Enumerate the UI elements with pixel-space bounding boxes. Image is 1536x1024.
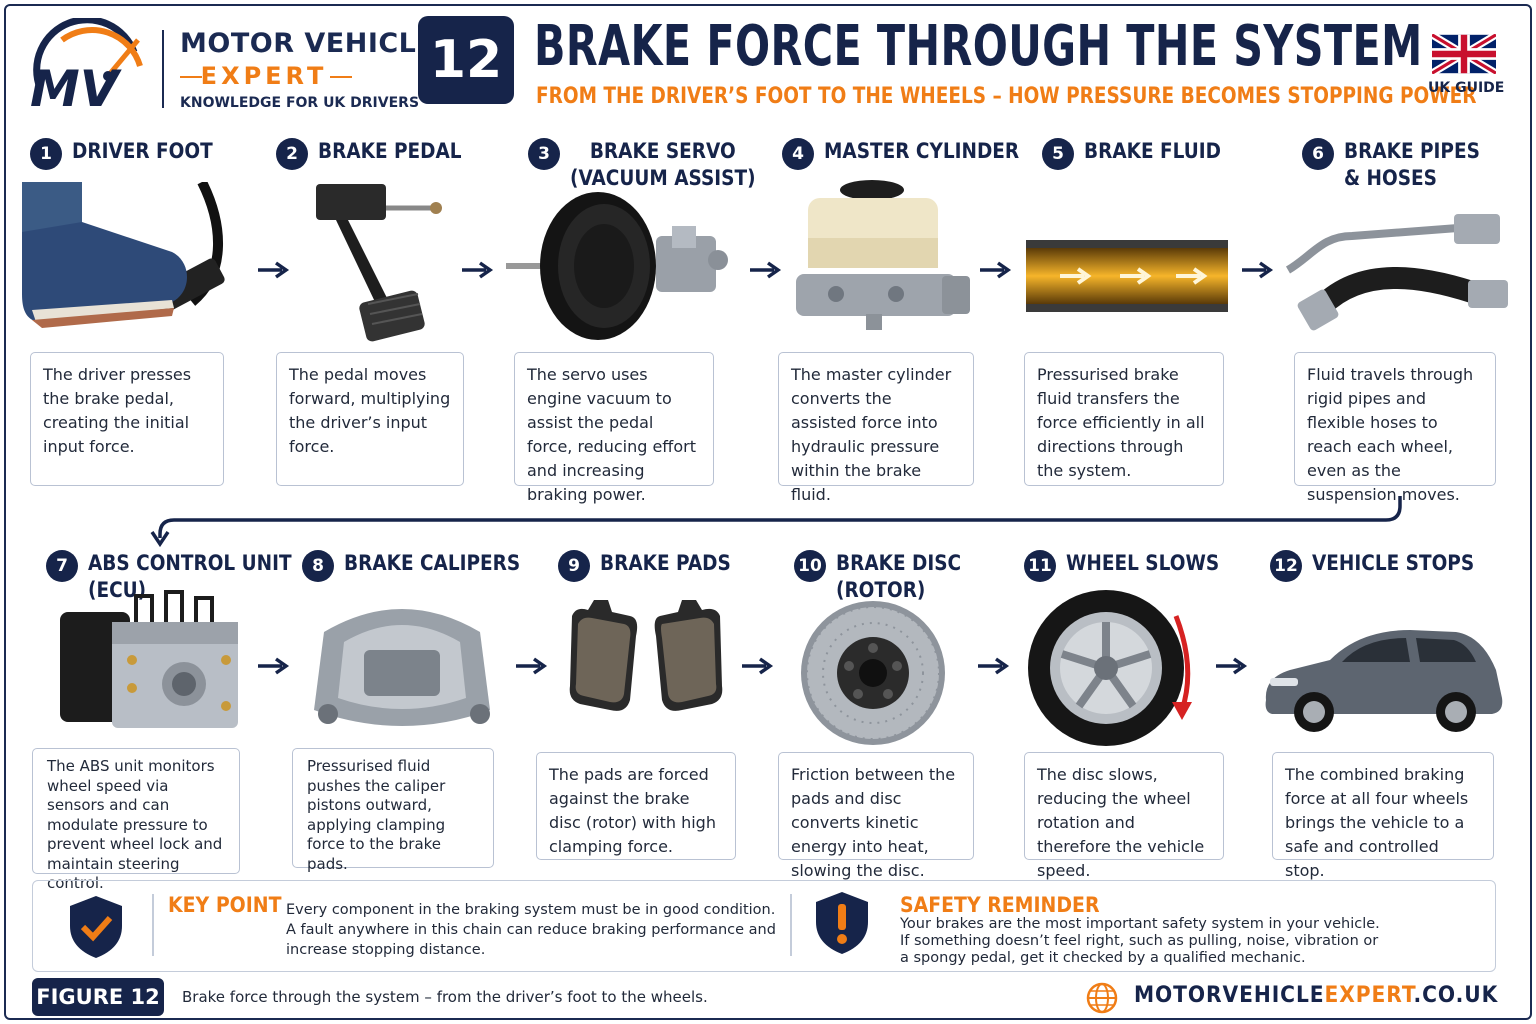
step-description: The driver presses the brake pedal, crea… [30, 352, 224, 486]
abs-unit-icon [60, 590, 238, 728]
step-9: 9 BRAKE PADS [558, 550, 749, 582]
step-description: The servo uses engine vacuum to assist t… [514, 352, 714, 504]
step-number: 7 [46, 550, 78, 582]
figure-number-badge: 12 [418, 16, 514, 104]
step-description: The combined braking force at all four w… [1272, 752, 1494, 880]
info-divider [790, 894, 792, 956]
step-11: 11 WHEEL SLOWS [1024, 550, 1240, 582]
step-number: 2 [276, 138, 308, 170]
step-title: BRAKE DISC (ROTOR) [836, 551, 962, 602]
uk-guide-label: UK GUIDE [1428, 80, 1505, 96]
step-number: 1 [30, 138, 62, 170]
page-subtitle: FROM THE DRIVER’S FOOT TO THE WHEELS – H… [536, 84, 1477, 109]
figure-label: FIGURE 12 [32, 978, 164, 1016]
step-number: 11 [1024, 550, 1056, 582]
brake-caliper-icon [314, 609, 490, 726]
brake-pads-icon [569, 600, 723, 711]
step-title: VEHICLE STOPS [1312, 551, 1475, 575]
flow-arrow-icon [462, 261, 494, 279]
logo-text: MV [30, 60, 122, 114]
step-title: BRAKE FLUID [1084, 139, 1221, 163]
step-number: 12 [1270, 550, 1302, 582]
step-title: BRAKE SERVO (VACUUM ASSIST) [570, 139, 756, 190]
driver-foot-icon [22, 182, 225, 328]
key-point-text: Every component in the braking system mu… [286, 902, 776, 958]
shield-warning-icon [816, 892, 868, 954]
step-description: The ABS unit monitors wheel speed via se… [32, 748, 240, 892]
flow-arrow-icon [750, 261, 782, 279]
car-icon [1265, 630, 1503, 732]
flow-arrow-icon [1216, 657, 1248, 675]
flow-arrow-icon [516, 657, 548, 675]
flow-arrow-icon [258, 657, 290, 675]
flow-arrow-icon [742, 657, 774, 675]
key-point-title: KEY POINT [168, 893, 282, 917]
step-description: Friction between the pads and disc conve… [778, 752, 974, 880]
row-connector-arrow-icon [150, 496, 1402, 548]
step-title: BRAKE PIPES & HOSES [1344, 139, 1480, 190]
website-part: EXPERT [1324, 983, 1414, 1008]
flow-arrow-icon [980, 261, 1012, 279]
step-8: 8 BRAKE CALIPERS [302, 550, 544, 582]
brake-pipes-icon [1285, 214, 1508, 331]
step-title: WHEEL SLOWS [1066, 551, 1220, 575]
globe-icon [1086, 982, 1118, 1014]
flow-arrow-icon [1242, 261, 1274, 279]
brand-name: MOTOR VEHICLE [180, 28, 436, 59]
step-title: BRAKE CALIPERS [344, 551, 521, 575]
figure-caption: Brake force through the system – from th… [182, 988, 708, 1006]
step-number: 5 [1042, 138, 1074, 170]
step-description: The master cylinder converts the assiste… [778, 352, 974, 504]
brand-sub: EXPERT [180, 62, 352, 90]
step-number: 8 [302, 550, 334, 582]
step-1: 1 DRIVER FOOT [30, 138, 232, 170]
step-title: BRAKE PADS [600, 551, 731, 575]
step-title: MASTER CYLINDER [824, 139, 1020, 163]
info-bar [32, 880, 1496, 972]
step-description: The disc slows, reducing the wheel rotat… [1024, 752, 1224, 880]
brake-servo-icon [506, 192, 728, 340]
step-description: The pads are forced against the brake di… [536, 752, 736, 860]
step-number: 10 [794, 550, 826, 582]
website-part: .CO.UK [1413, 983, 1499, 1008]
wheel-icon [1028, 590, 1192, 746]
step-4: 4 MASTER CYLINDER [782, 138, 1046, 170]
shield-check-icon [70, 896, 122, 958]
step-description: Pressurised fluid pushes the caliper pis… [292, 748, 494, 873]
step-description: The pedal moves forward, multiplying the… [276, 352, 464, 486]
page-frame [4, 4, 1532, 1020]
flow-arrow-icon [978, 657, 1010, 675]
uk-flag-icon [1432, 34, 1496, 74]
step-2: 2 BRAKE PEDAL [276, 138, 481, 170]
website-part: MOTORVEHICLE [1134, 983, 1325, 1008]
step-number: 3 [528, 138, 560, 170]
flow-arrow-icon [258, 261, 290, 279]
step-title: BRAKE PEDAL [318, 139, 462, 163]
step-5: 5 BRAKE FLUID [1042, 138, 1240, 170]
brake-fluid-icon [1026, 240, 1228, 312]
master-cylinder-icon [796, 180, 970, 330]
brand-logo: MV [30, 18, 143, 114]
step-3: 3 BRAKE SERVO (VACUUM ASSIST) [528, 138, 781, 192]
brake-pedal-icon [316, 184, 442, 342]
brand-tagline: KNOWLEDGE FOR UK DRIVERS [180, 95, 420, 111]
step-title: DRIVER FOOT [72, 139, 213, 163]
step-12: 12 VEHICLE STOPS [1270, 550, 1496, 582]
step-6: 6 BRAKE PIPES & HOSES [1302, 138, 1498, 192]
step-number: 9 [558, 550, 590, 582]
page-title: BRAKE FORCE THROUGH THE SYSTEM [534, 14, 1423, 79]
brand-divider [162, 30, 164, 108]
safety-reminder-text: Your brakes are the most important safet… [900, 916, 1380, 966]
step-10: 10 BRAKE DISC (ROTOR) [794, 550, 978, 604]
step-7: 7 ABS CONTROL UNIT (ECU) [46, 550, 319, 604]
brake-disc-icon [801, 601, 945, 745]
step-description: Fluid travels through rigid pipes and fl… [1294, 352, 1496, 504]
safety-reminder-title: SAFETY REMINDER [900, 893, 1100, 917]
website-link[interactable]: MOTORVEHICLEEXPERT.CO.UK [1134, 983, 1498, 1008]
step-number: 4 [782, 138, 814, 170]
info-divider [152, 894, 154, 956]
step-number: 6 [1302, 138, 1334, 170]
step-description: Pressurised brake fluid transfers the fo… [1024, 352, 1224, 486]
step-title: ABS CONTROL UNIT (ECU) [88, 551, 292, 602]
